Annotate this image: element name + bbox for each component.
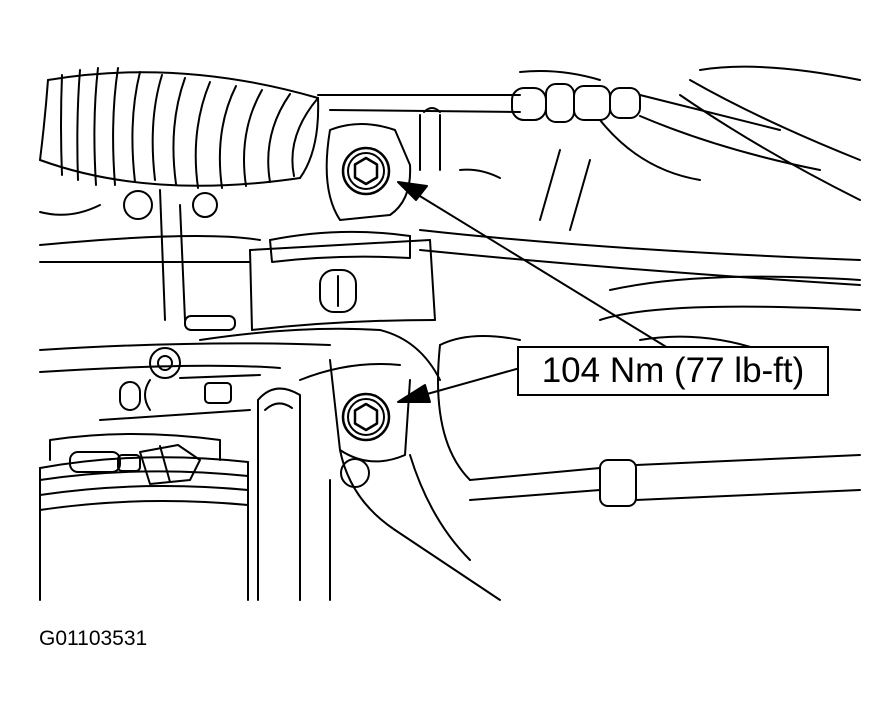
lower-bolt-hex-icon — [341, 392, 391, 442]
hydraulic-hose — [257, 335, 861, 601]
pump-reservoir — [39, 433, 249, 601]
tie-rod — [317, 70, 821, 171]
crossmember — [39, 79, 861, 373]
torque-callout-label: 104 Nm (77 lb-ft) — [517, 346, 829, 396]
misc-outlines — [39, 65, 861, 331]
leader-arrow-upper — [397, 181, 669, 349]
lower-bracket — [199, 327, 501, 601]
upper-bolt-hex-icon — [341, 146, 391, 196]
leader-arrow-lower — [397, 367, 521, 403]
rack-boot-bellows — [39, 67, 320, 189]
gear-mounting-bracket — [249, 107, 501, 331]
pressure-line-fitting — [69, 444, 201, 485]
stabilizer-link — [99, 347, 261, 421]
figure-id-label: G01103531 — [39, 627, 148, 650]
